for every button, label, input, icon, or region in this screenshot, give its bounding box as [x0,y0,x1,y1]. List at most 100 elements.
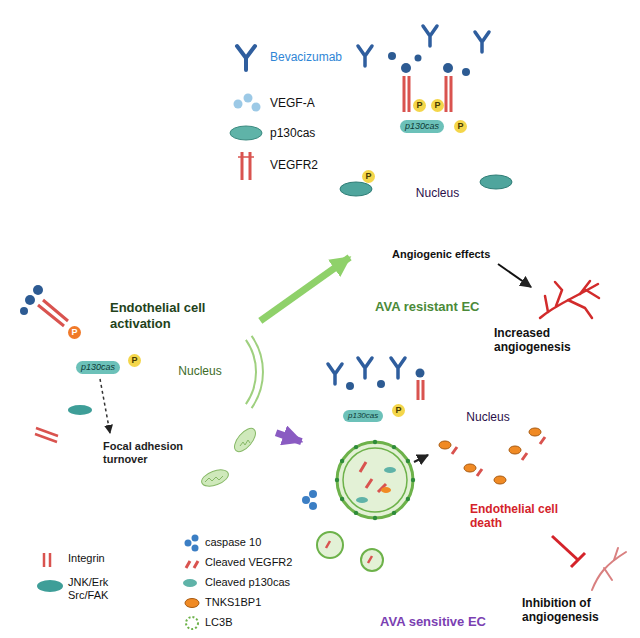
vegf-ligand [401,63,411,73]
vegf-ligand [33,285,43,295]
protein-label: p130cas [76,361,120,374]
phospho-badge: P [128,354,141,367]
cell-heading: Endothelial cell activation [110,300,222,331]
autophagosome [373,440,377,444]
mitochondrion [199,467,230,490]
legend-label: TNKS1BP1 [205,596,261,609]
tnks1bp1 [464,464,476,472]
phospho-badge: P [413,99,426,112]
autophagosome [360,462,386,492]
annotation: Endothelial cell death [470,502,570,531]
vegf-ligand [443,63,453,73]
annotation: Focal adhesion turnover [103,440,195,466]
autophagosome [384,467,396,473]
cell-node: Endothelial cell activationNucleus [40,272,280,512]
receptor [38,300,68,326]
autophagosome [392,511,396,515]
autophagosome [406,497,410,501]
legend-label: JNK/Erk Src/FAK [68,576,120,602]
signalling-protein [340,182,372,196]
blood-vessel [540,281,599,318]
vesicle [317,532,383,571]
receptor [418,380,423,400]
autophagosome [381,487,391,493]
legend-label: Cleaved VEGFR2 [205,556,292,569]
cell-outline [42,274,279,511]
autophagosome [340,459,344,463]
cleaved-protein-icon [183,579,197,587]
nucleus-node: Nucleus [390,150,485,240]
mitochondrion [205,476,223,482]
antibody [328,364,342,384]
antibody [358,26,489,66]
legend-label: Bevacizumab [270,50,342,64]
vegf-icon [234,100,243,109]
caspase-icon [192,545,199,552]
inhibition-mark [571,553,585,567]
kinase-protein [68,405,92,415]
cleaved-receptor [452,437,545,476]
dashed-arrow [100,379,110,433]
vegf-ligand [388,52,396,60]
vegf-ligand [20,285,43,315]
vegf-icon [244,94,253,103]
transport-arrow [414,455,428,462]
cleaved-receptor [452,437,545,476]
receptor-icon [238,152,254,180]
vegf-ligand [25,295,35,305]
node-label: Nucleus [152,364,248,378]
vegf-ligand [377,380,385,388]
receptor-icon [238,156,254,158]
lc3b-icon [186,617,198,629]
autophagosome [335,440,415,520]
caspase-icon [185,540,192,547]
antibody [423,26,437,46]
inhibition-mark [552,536,585,567]
vesicle [326,541,372,563]
vegf-icon [252,103,261,112]
receptor [418,380,423,400]
receptor [404,76,451,112]
annotation: Inhibition of angiogenesis [522,596,634,625]
blood-vessel [604,548,618,580]
caspase [309,502,317,510]
inhibition-mark [552,536,578,560]
tnks1bp1 [494,476,506,484]
antibody [358,46,372,66]
p130cas-icon [230,126,262,140]
node-label: Nucleus [390,186,485,200]
cleaved-receptor-icon [186,561,198,568]
integrin [35,428,58,442]
endoplasmic-reticulum [246,336,263,408]
effect-arrow [498,264,531,287]
protein-label: p130cas [343,410,383,422]
autophagosome [354,445,358,449]
antibody [358,358,372,378]
autophagosome [340,497,344,501]
mitochondrion [199,425,259,490]
caspase-icon [192,535,199,542]
legend-label: Integrin [68,552,105,565]
mitochondrion [231,425,260,455]
autophagosome [337,442,413,518]
receptor [38,300,68,326]
endoplasmic-reticulum [252,336,263,408]
phospho-badge: P [68,326,81,339]
mitochondrion [240,440,250,446]
phospho-badge: P [454,120,467,133]
vegf-ligand [20,307,28,315]
integrin [35,428,58,442]
cell-outline [298,377,599,609]
vegf-ligand [388,52,470,76]
cell-heading: AVA resistant EC [375,299,525,315]
tnks1bp1 [509,446,521,454]
cell-node: AVA sensitive ECNucleus [290,374,600,610]
legend-label: LC3B [205,616,233,629]
tnks1bp1 [439,441,451,449]
autophagosome [392,445,396,449]
caspase-icon [185,535,199,552]
autophagosome [356,497,368,503]
legend-label: Cleaved p130cas [205,576,290,589]
